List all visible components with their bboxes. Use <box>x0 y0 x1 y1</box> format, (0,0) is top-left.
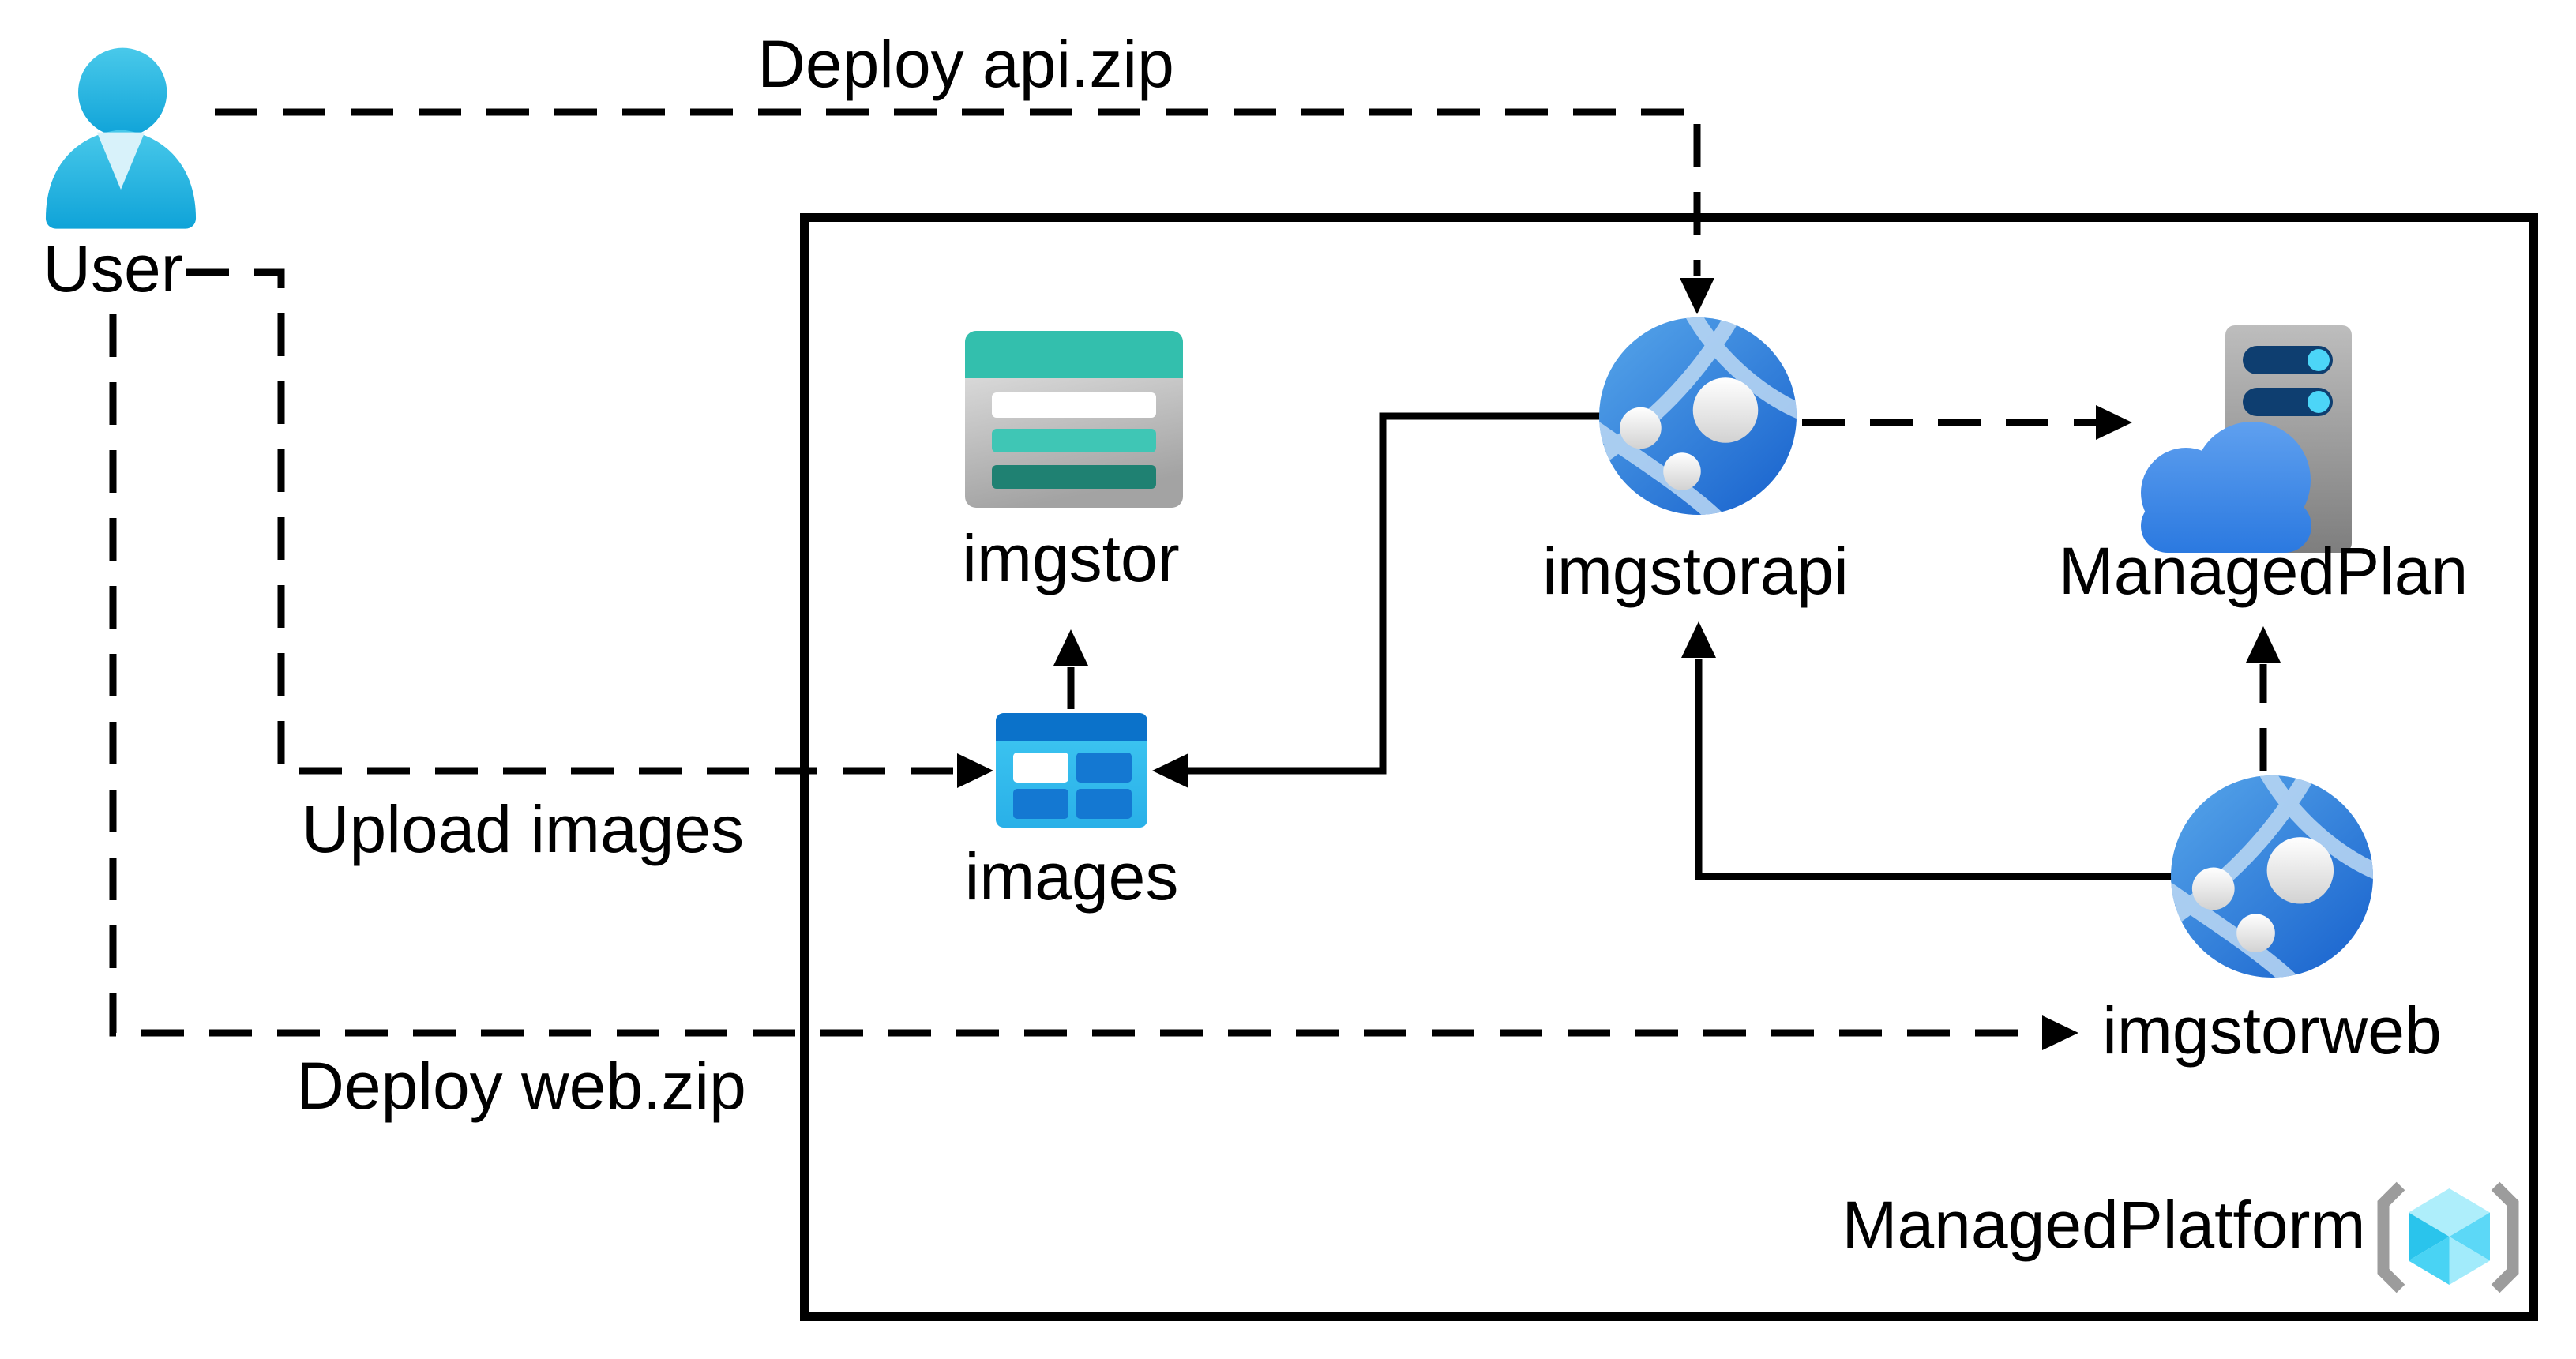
edge-imgstorweb-to-managedplan <box>2246 626 2281 771</box>
resource-group-icon <box>2377 1181 2519 1293</box>
storage-account-icon <box>965 331 1183 508</box>
arrowhead-right <box>2096 405 2132 440</box>
arrowhead-down <box>1680 278 1714 314</box>
edge-images-to-imgstor <box>1053 629 1088 709</box>
blob-container-icon <box>996 713 1147 828</box>
edge-deploy-web <box>109 314 2078 1050</box>
images-label: images <box>964 839 1179 914</box>
app-service-plan-icon <box>2141 325 2352 553</box>
imgstorapi-label: imgstorapi <box>1542 534 1849 608</box>
cloud-shape <box>2141 422 2311 553</box>
user-person-icon <box>45 47 197 229</box>
arrowhead-left <box>1152 753 1188 788</box>
imgstor-label: imgstor <box>962 521 1180 595</box>
app-service-icon-imgstorweb <box>2171 775 2373 978</box>
managedplan-label: ManagedPlan <box>2058 534 2469 608</box>
upload-images-label: Upload images <box>301 792 745 866</box>
app-service-icon-imgstorapi <box>1599 317 1797 515</box>
arrowhead-right <box>957 753 993 788</box>
user-label: User <box>43 231 183 306</box>
deploy-web-label: Deploy web.zip <box>296 1049 746 1123</box>
arrowhead-up <box>1681 621 1716 658</box>
managedplatform-label: ManagedPlatform <box>1842 1188 2366 1262</box>
edge-imgstorweb-to-imgstorapi <box>1681 621 2172 880</box>
managed-platform-boundary <box>800 213 2538 1321</box>
deploy-api-label: Deploy api.zip <box>757 27 1174 101</box>
arrowhead-up <box>1053 629 1088 666</box>
edge-upload-images <box>186 268 993 788</box>
edge-imgstorapi-to-images <box>1152 412 1603 788</box>
imgstorweb-label: imgstorweb <box>2102 993 2442 1068</box>
arrowhead-up <box>2246 626 2281 663</box>
edge-imgstorapi-to-managedplan <box>1802 405 2132 440</box>
arrowhead-right <box>2042 1015 2078 1050</box>
